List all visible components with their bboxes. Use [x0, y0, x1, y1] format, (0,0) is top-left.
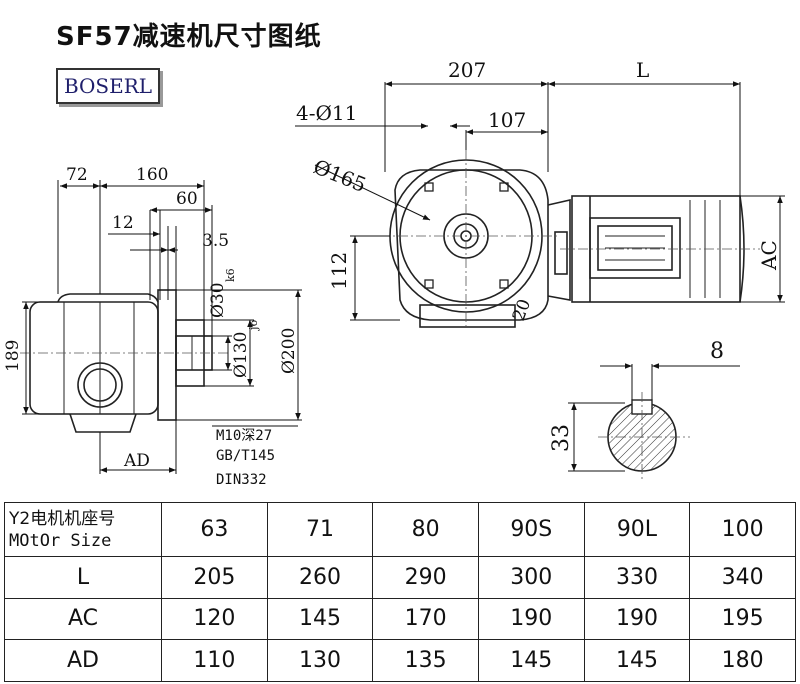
value-cell: 300: [477, 556, 585, 599]
note-standard-gb: GB/T145: [216, 448, 275, 464]
dim-diameter-165: Ø165: [310, 154, 370, 197]
dim-ad: AD: [123, 451, 150, 471]
value-cell: 290: [372, 556, 479, 599]
value-cell: 145: [477, 639, 585, 682]
side-view: [29, 289, 213, 433]
drawing-title: SF57减速机尺寸图纸: [56, 22, 322, 52]
value-cell: 145: [583, 639, 691, 682]
note-standard-din: DIN332: [216, 472, 267, 488]
value-cell: 110: [161, 639, 268, 682]
table-row: AC 120 145 170 190 190 195: [4, 597, 796, 641]
shaft-section: 8 33: [549, 339, 740, 482]
note-thread: M10深27: [216, 428, 272, 444]
value-cell: 120: [161, 597, 268, 641]
dim-diameter-200: Ø200: [279, 328, 299, 374]
table-row: L 205 260 290 300 330 340: [4, 556, 796, 599]
row-label: L: [4, 556, 162, 599]
size-cell: 71: [266, 502, 374, 557]
dim-189: 189: [3, 340, 23, 372]
table-header-cell: Y2电机机座号 MOtOr Size: [4, 502, 162, 557]
dim-diameter-130: Ø130: [231, 332, 251, 378]
size-cell: 80: [372, 502, 479, 557]
size-cell: 100: [689, 502, 796, 557]
dimension-table: Y2电机机座号 MOtOr Size 63 71 80 90S 90L 100 …: [4, 502, 796, 682]
table-header-row: Y2电机机座号 MOtOr Size 63 71 80 90S 90L 100: [4, 502, 796, 557]
dim-72: 72: [66, 165, 88, 185]
dim-112: 112: [327, 252, 351, 290]
value-cell: 190: [583, 597, 691, 641]
table-row: AD 110 130 135 145 145 180: [4, 639, 796, 682]
value-cell: 170: [372, 597, 479, 641]
dim-diameter-30-tolerance: k6: [224, 268, 237, 282]
dim-160: 160: [136, 165, 168, 185]
header-line-2: MOtOr Size: [9, 530, 112, 551]
size-cell: 90L: [583, 502, 691, 557]
value-cell: 340: [689, 556, 796, 599]
technical-drawing: 207 L 107 4-Ø11 Ø165 112 AC 20 8 33: [3, 58, 785, 488]
value-cell: 195: [689, 597, 796, 641]
dim-3-5: 3.5: [202, 231, 229, 251]
size-cell: 90S: [477, 502, 585, 557]
dim-60: 60: [176, 189, 198, 209]
front-view: [389, 159, 745, 328]
dim-diameter-130-tolerance: j6: [247, 320, 260, 332]
dim-33: 33: [549, 424, 574, 452]
value-cell: 330: [583, 556, 691, 599]
value-cell: 135: [372, 639, 479, 682]
row-label: AD: [4, 639, 162, 682]
value-cell: 130: [266, 639, 374, 682]
dim-4-holes: 4-Ø11: [296, 101, 357, 125]
dim-107: 107: [488, 108, 526, 132]
dim-ac: AC: [757, 240, 781, 271]
dim-8: 8: [710, 339, 724, 364]
brand-logo: BOSERL: [56, 68, 160, 104]
value-cell: 205: [161, 556, 268, 599]
value-cell: 190: [477, 597, 585, 641]
dim-l: L: [636, 58, 649, 82]
dim-diameter-30: Ø30: [208, 282, 228, 318]
row-label: AC: [4, 597, 162, 641]
dim-207: 207: [448, 58, 486, 82]
value-cell: 260: [266, 556, 374, 599]
size-cell: 63: [161, 502, 268, 557]
value-cell: 180: [689, 639, 796, 682]
dim-12: 12: [112, 213, 134, 233]
header-line-1: Y2电机机座号: [9, 508, 116, 529]
value-cell: 145: [266, 597, 374, 641]
